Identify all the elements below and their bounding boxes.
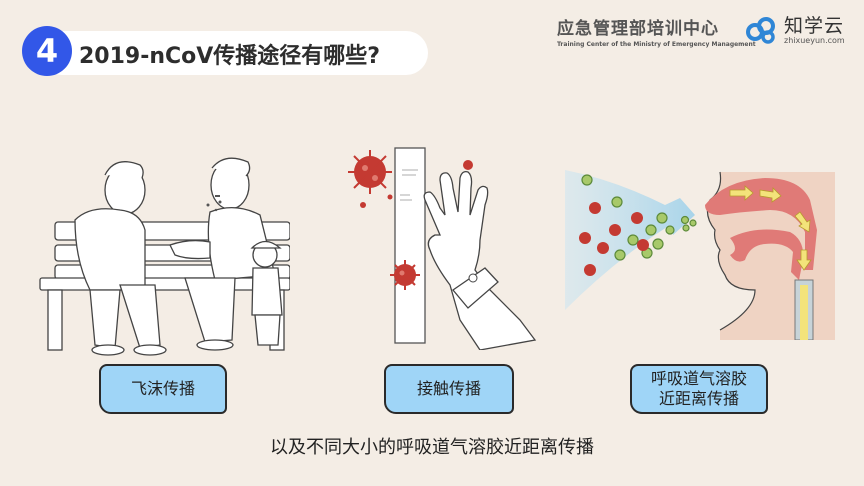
- organization-logo: 应急管理部培训中心 Training Center of the Ministr…: [557, 14, 756, 48]
- linked-cloud-logo-icon: [746, 17, 775, 44]
- section-number-badge: 4: [22, 26, 72, 76]
- organization-name-cn: 应急管理部培训中心: [557, 19, 719, 39]
- route-label-aerosol-line2: 近距离传播: [658, 389, 739, 408]
- brand-name: 知学云: [784, 14, 845, 37]
- route-label-contact: 接触传播: [384, 364, 514, 414]
- route-label-contact-text: 接触传播: [416, 379, 481, 398]
- organization-name-en: Training Center of the Ministry of Emerg…: [557, 41, 756, 48]
- route-label-aerosol: 呼吸道气溶胶 近距离传播: [630, 364, 768, 414]
- route-label-droplet-text: 飞沫传播: [130, 379, 195, 398]
- title-pill: [40, 31, 428, 75]
- aerosol-inhalation-diagram-icon: [565, 170, 835, 340]
- people-talking-on-bench-icon: [39, 157, 290, 356]
- hand-touching-contaminated-surface-icon: [348, 147, 537, 350]
- brand-logo: 知学云 zhixueyun.com: [744, 15, 845, 45]
- route-label-aerosol-line1: 呼吸道气溶胶: [650, 369, 747, 388]
- subtitle-caption: 以及不同大小的呼吸道气溶胶近距离传播: [270, 437, 594, 458]
- page-title: 2019-nCoV传播途径有哪些?: [79, 44, 381, 69]
- route-label-droplet: 飞沫传播: [99, 364, 227, 414]
- brand-domain: zhixueyun.com: [784, 35, 845, 45]
